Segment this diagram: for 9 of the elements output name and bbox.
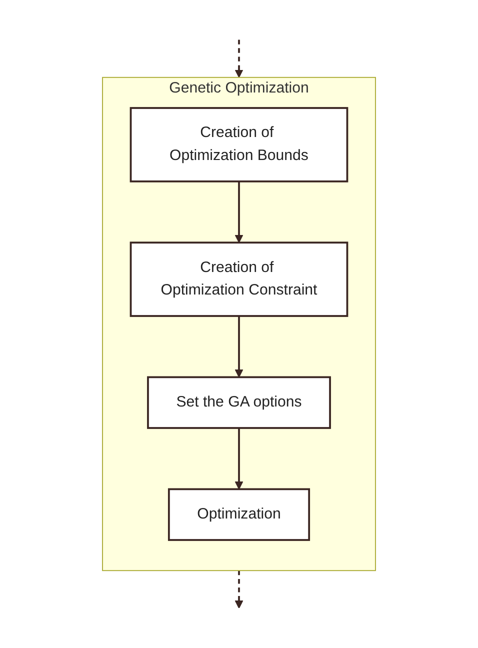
node-box: Set the GA options: [147, 376, 331, 429]
arrow: [234, 570, 244, 609]
node-box: Creation of Optimization Constraint: [130, 242, 348, 317]
arrow: [234, 181, 244, 243]
arrow: [234, 428, 244, 490]
node-box: Optimization: [168, 488, 310, 541]
node-box: Creation of Optimization Bounds: [130, 107, 348, 182]
arrow: [234, 40, 244, 78]
arrow: [234, 316, 244, 378]
